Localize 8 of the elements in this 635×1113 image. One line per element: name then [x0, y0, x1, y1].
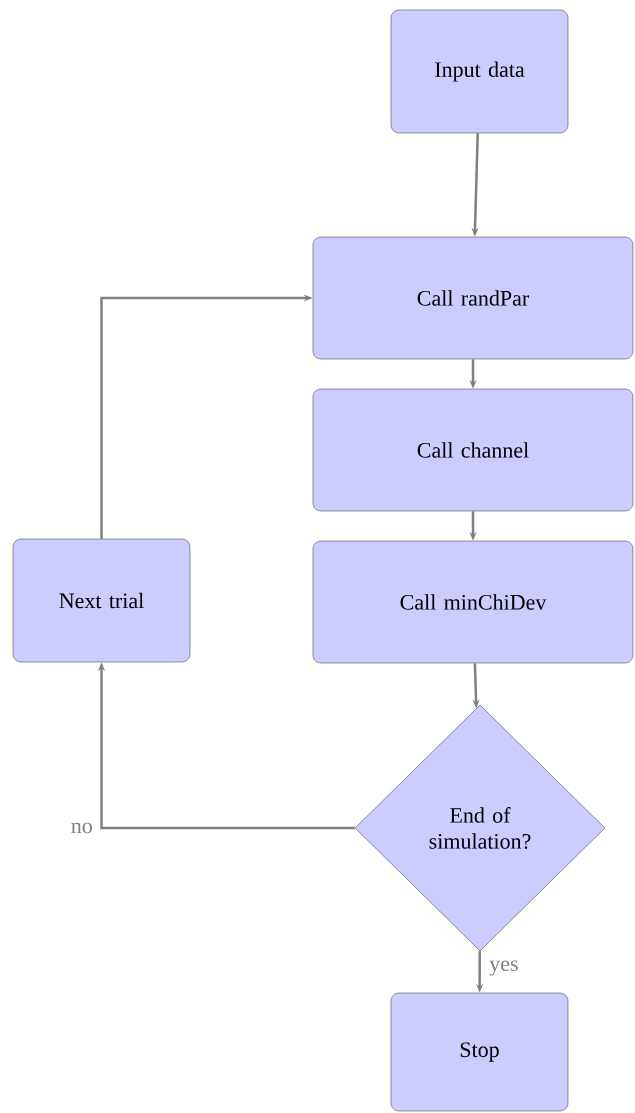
- process-box: Call minChiDev: [312, 540, 634, 664]
- process-box: Call channel: [312, 388, 634, 512]
- process-box: Input data: [390, 9, 569, 134]
- process-box: Stop: [390, 992, 569, 1112]
- process-box: Next trial: [12, 538, 191, 663]
- edge-label: yes: [489, 960, 518, 976]
- process-box: Call randPar: [312, 236, 634, 360]
- edge-label: no: [71, 822, 92, 834]
